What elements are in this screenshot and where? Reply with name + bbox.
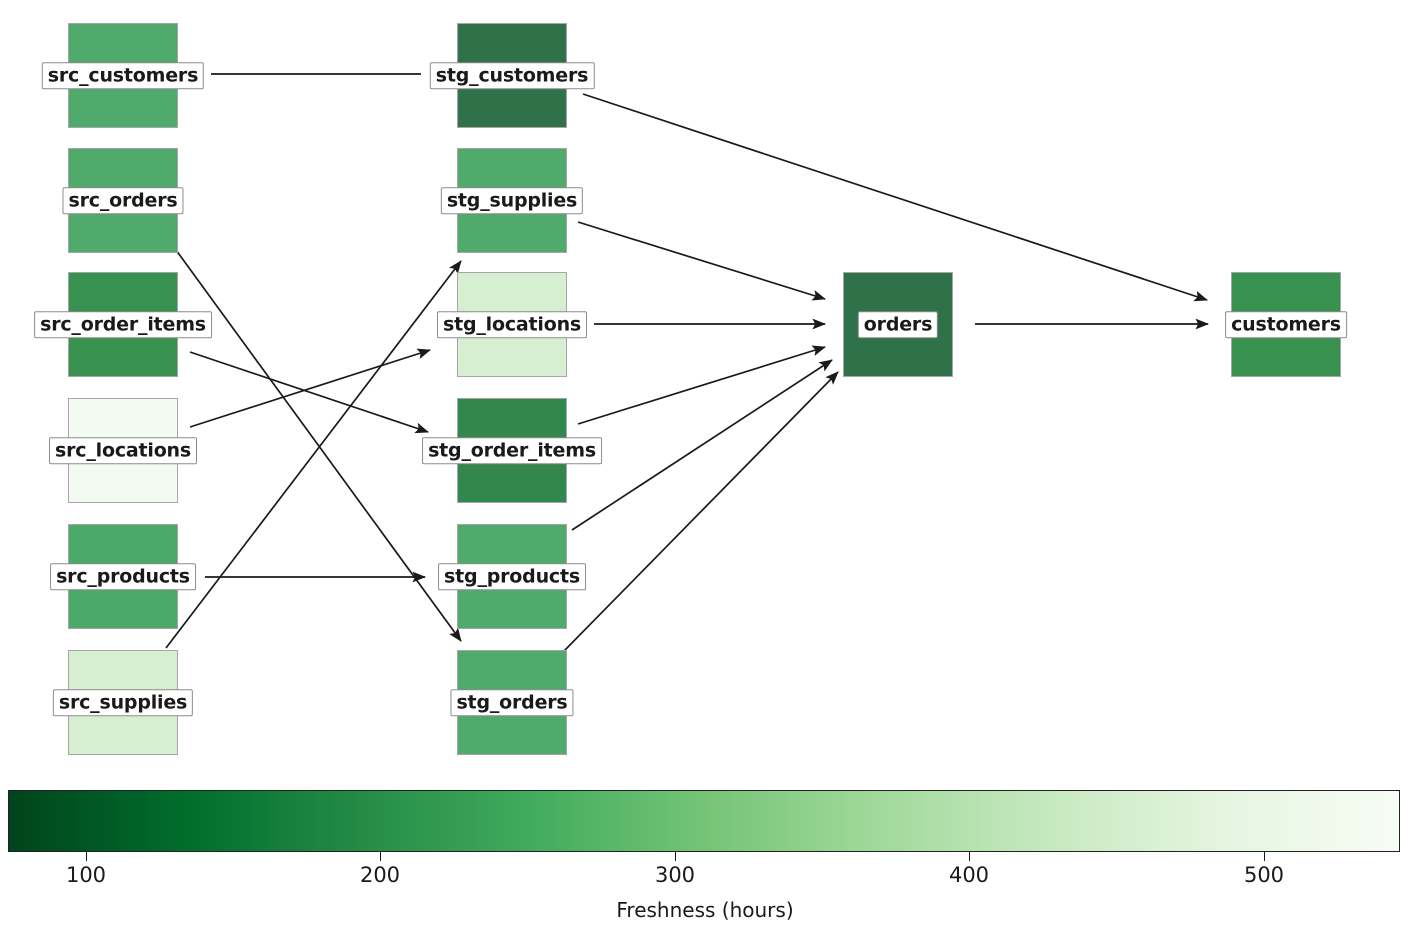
node-label-orders: orders [857,310,939,339]
node-label-src_customers: src_customers [41,61,205,90]
node-label-stg_order_items: stg_order_items [422,436,602,465]
node-label-customers: customers [1225,310,1347,339]
node-label-src_order_items: src_order_items [34,310,212,339]
edge-src_orders-to-stg_orders [175,249,462,642]
colorbar-tick-label-400: 400 [948,863,990,887]
edge-stg_order_items-to-orders [577,345,826,425]
node-label-src_orders: src_orders [62,186,184,215]
node-label-src_locations: src_locations [49,436,197,465]
node-label-stg_orders: stg_orders [450,688,574,717]
node-label-stg_supplies: stg_supplies [440,186,584,215]
colorbar-axis-label: Freshness (hours) [616,898,794,922]
colorbar-ticks: 100 200 300 400 500 [8,852,1400,912]
colorbar-tick-400 [969,852,970,861]
node-label-stg_customers: stg_customers [429,61,595,90]
edge-stg_customers-to-customers [582,93,1208,302]
edge-src_order_items-to-stg_order_items [189,351,429,434]
edge-stg_products-to-orders [571,359,833,531]
node-label-stg_products: stg_products [438,562,586,591]
node-label-src_products: src_products [50,562,196,591]
edge-layer [165,73,1210,652]
colorbar-gradient [8,790,1400,852]
colorbar-tick-label-300: 300 [654,863,696,887]
edge-src_locations-to-stg_locations [189,348,431,428]
colorbar-tick-label-500: 500 [1243,863,1285,887]
edge-stg_orders-to-orders [563,371,839,652]
colorbar-tick-500 [1264,852,1265,861]
edge-stg_supplies-to-orders [577,221,826,301]
node-label-stg_locations: stg_locations [436,310,588,339]
edge-src_supplies-to-stg_supplies [165,260,462,649]
colorbar-tick-300 [675,852,676,861]
colorbar-tick-200 [380,852,381,861]
colorbar: 100 200 300 400 500 Freshness (hours) [0,786,1410,926]
colorbar-tick-label-200: 200 [359,863,401,887]
node-label-src_supplies: src_supplies [52,688,194,717]
colorbar-tick-label-100: 100 [65,863,107,887]
colorbar-tick-100 [86,852,87,861]
